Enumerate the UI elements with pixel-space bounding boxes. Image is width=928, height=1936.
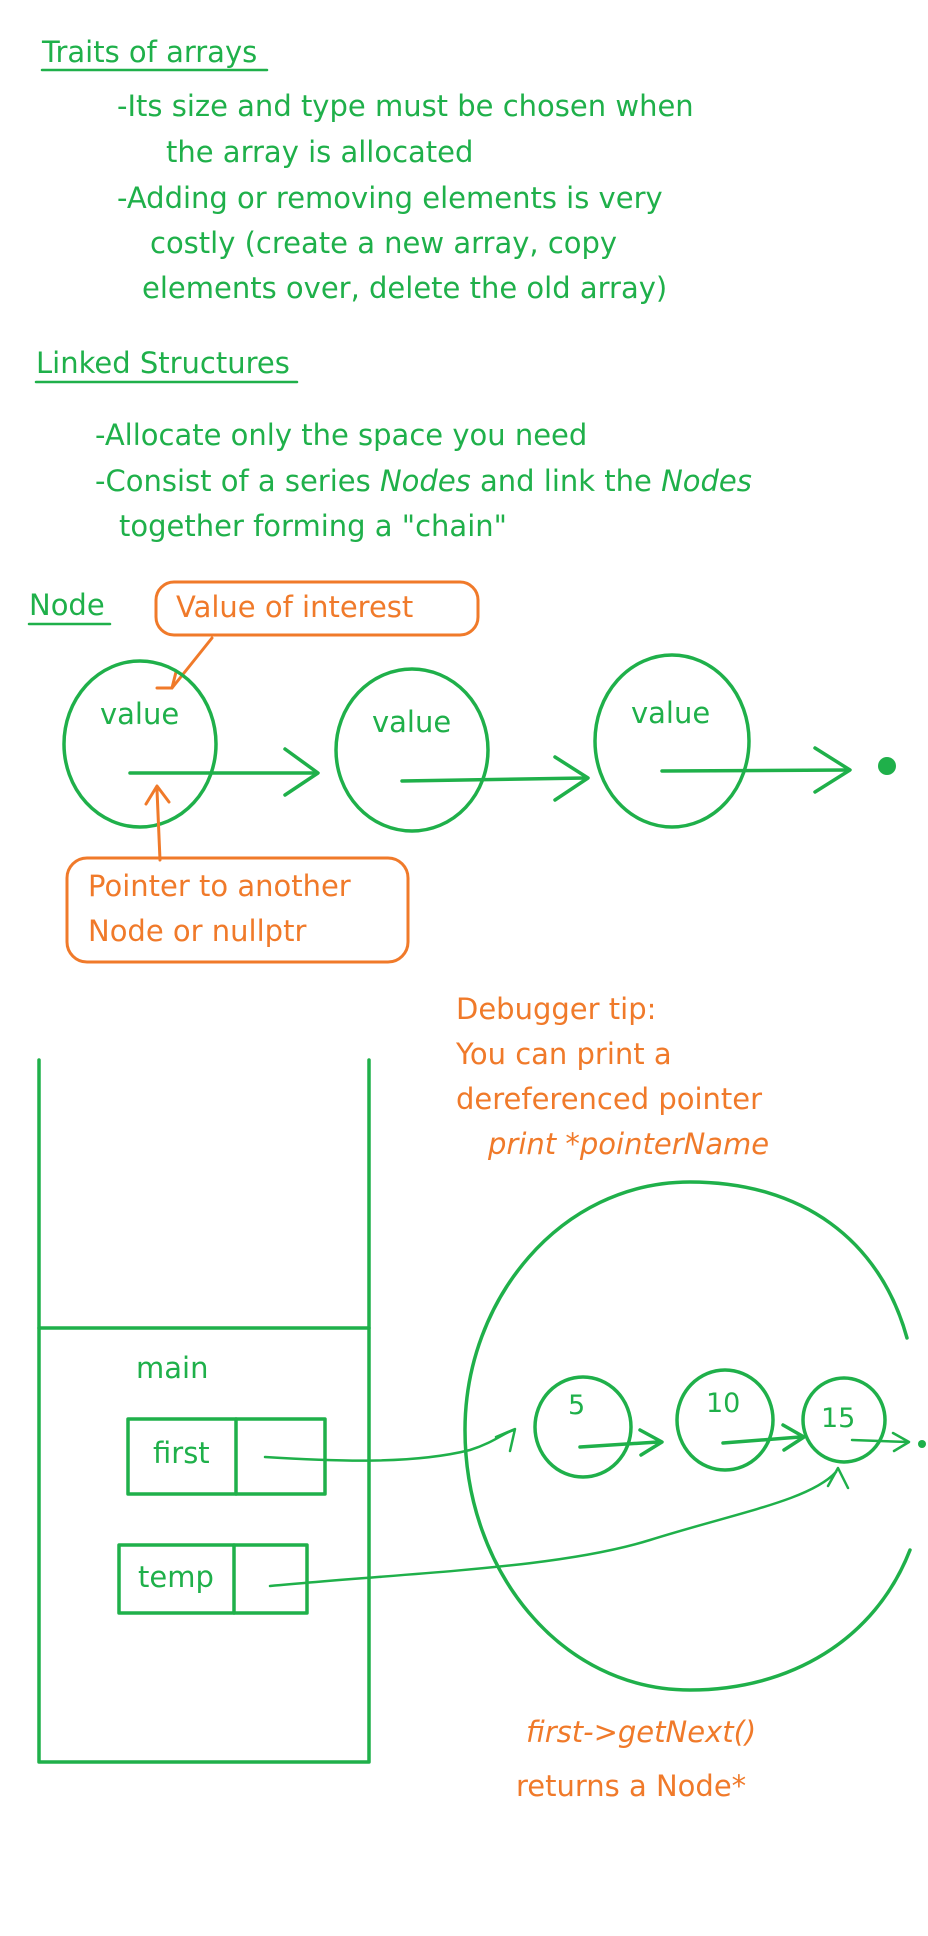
temp-pointer-line (268, 1470, 838, 1588)
temp-pointer-arrowhead (826, 1466, 850, 1490)
arrays-line-5: elements over, delete the old array) (142, 271, 667, 305)
pointer-callout-line-1: Pointer to another (88, 869, 351, 903)
node-pointer-arrow-3 (660, 768, 850, 773)
debugger-line-2: You can print a (455, 1037, 672, 1071)
node-heading: Node (29, 588, 105, 622)
debugger-line-3: dereferenced pointer (456, 1082, 762, 1116)
pointer-callout-arrowhead (144, 784, 171, 806)
value-callout-arrow (170, 636, 214, 690)
arrays-line-3: -Adding or removing elements is very (117, 181, 663, 215)
node-circle-3 (593, 653, 751, 829)
heap-node-value-3: 15 (821, 1403, 855, 1434)
stack-outline (37, 1058, 371, 1764)
node-circle-1 (62, 659, 218, 829)
node-pointer-arrowhead-3 (813, 746, 852, 794)
node-circle-2 (334, 667, 490, 833)
heap-node-link-1 (578, 1440, 660, 1449)
nullptr-dot (878, 757, 896, 775)
value-callout-arrowhead (155, 670, 178, 690)
first-pointer-line (263, 1428, 516, 1462)
linked-section: Linked Structures -Allocate only the spa… (34, 346, 752, 543)
footer-call: first->getNext() (526, 1715, 756, 1749)
heap-diagram: 5 10 15 (263, 1180, 926, 1692)
arrays-section: Traits of arrays -Its size and type must… (40, 35, 694, 305)
arrays-line-4: costly (create a new array, copy (150, 226, 617, 260)
pointer-callout-box (65, 856, 410, 964)
heap-circle (463, 1180, 912, 1692)
debugger-tip: Debugger tip: You can print a dereferenc… (455, 992, 769, 1161)
heap-node-circle-2 (675, 1368, 775, 1472)
first-variable-box (126, 1417, 327, 1496)
debugger-command: print *pointerName (487, 1127, 769, 1161)
heap-node-link-arrowhead-1 (638, 1428, 664, 1457)
node-pointer-arrowhead-1 (283, 747, 320, 797)
linked-line-2: -Consist of a series Nodes and link the … (95, 464, 752, 498)
temp-variable-box (117, 1543, 309, 1615)
first-pointer-arrowhead (494, 1427, 517, 1453)
arrays-heading: Traits of arrays (41, 35, 257, 69)
heap-node-link-2 (721, 1435, 802, 1445)
pointer-callout-arrow (155, 788, 162, 862)
heap-node-link-arrowhead-3 (891, 1431, 911, 1453)
debugger-line-1: Debugger tip: (456, 992, 656, 1026)
heap-node-circle-1 (533, 1375, 633, 1479)
heap-node-value-1: 5 (568, 1390, 585, 1421)
arrays-line-2: the array is allocated (166, 135, 473, 169)
linked-heading: Linked Structures (36, 346, 290, 380)
heap-nullptr-dot (918, 1440, 926, 1448)
stack-frame-label: main (136, 1351, 208, 1385)
stack-diagram: main first temp (37, 1058, 371, 1764)
value-callout-box (154, 580, 480, 637)
footer-notes: first->getNext() returns a Node* (516, 1715, 756, 1803)
node-pointer-arrowhead-2 (553, 755, 590, 802)
linked-line-1: -Allocate only the space you need (95, 418, 587, 452)
heap-node-link-arrowhead-2 (781, 1423, 806, 1452)
arrays-line-1: -Its size and type must be chosen when (117, 89, 694, 123)
heap-node-value-2: 10 (706, 1388, 740, 1419)
heap-node-circle-3 (801, 1376, 887, 1464)
value-callout-text: Value of interest (176, 590, 413, 624)
node-pointer-arrow-2 (400, 776, 588, 783)
pointer-callout-line-2: Node or nullptr (88, 914, 306, 948)
footer-returns: returns a Node* (516, 1769, 746, 1803)
node-label-3: value (631, 696, 710, 730)
node-label-2: value (372, 705, 451, 739)
temp-variable-label: temp (138, 1560, 214, 1594)
node-diagram: Node Value of interest value value value… (27, 580, 896, 964)
first-variable-label: first (153, 1436, 210, 1470)
node-label-1: value (100, 697, 179, 731)
linked-line-3: together forming a "chain" (119, 509, 507, 543)
heap-node-link-3 (850, 1438, 910, 1444)
